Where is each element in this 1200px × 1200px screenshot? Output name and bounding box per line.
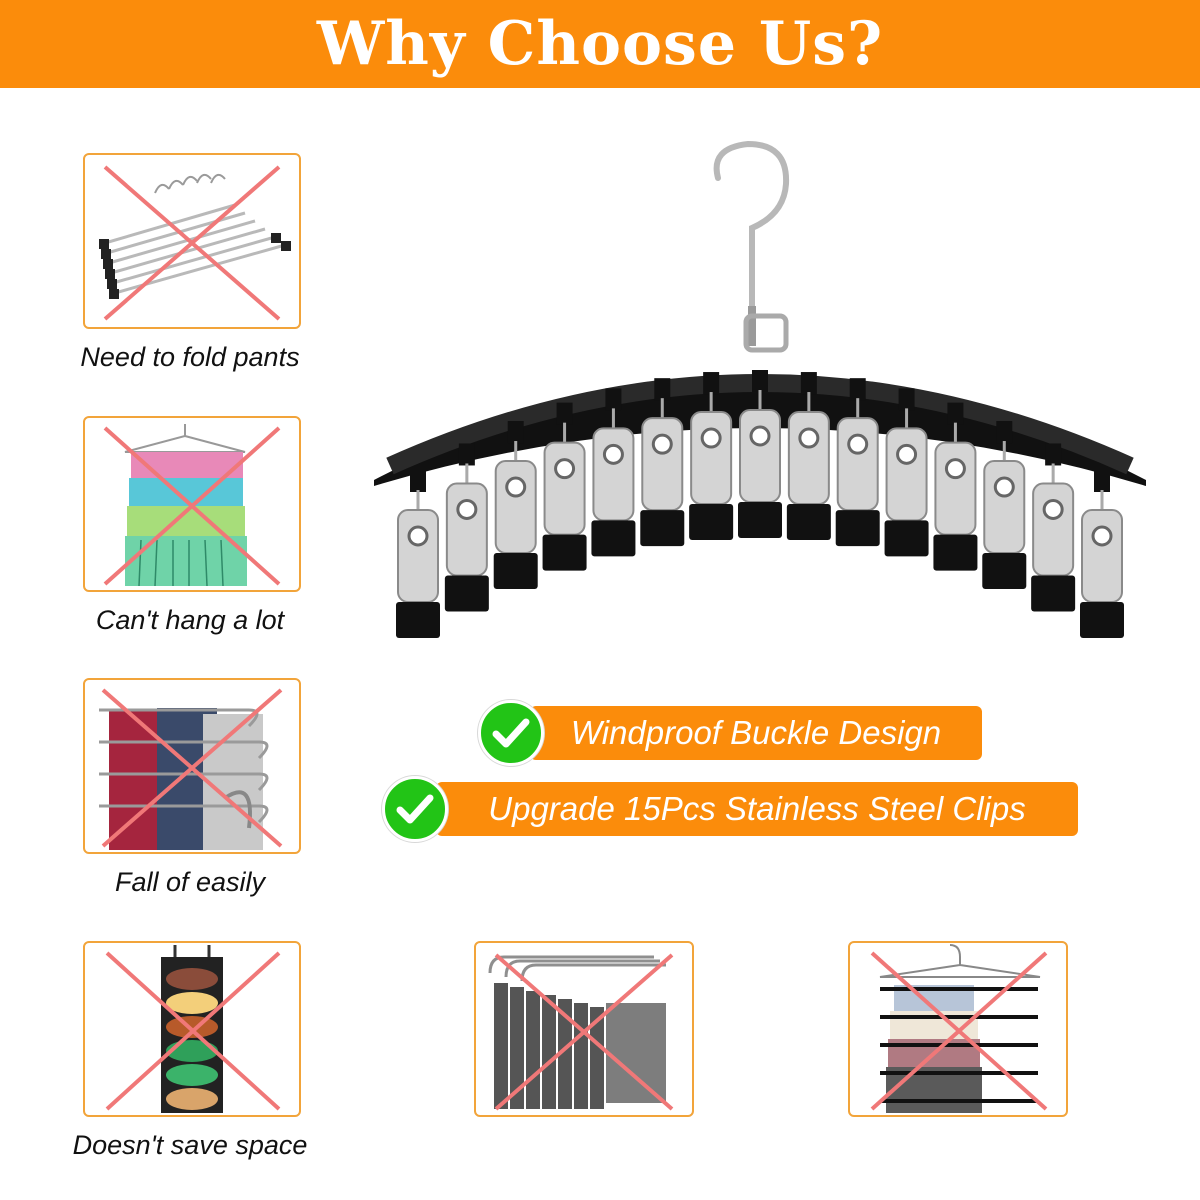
feature-text: Upgrade 15Pcs Stainless Steel Clips bbox=[488, 790, 1026, 827]
stainless-clip bbox=[493, 421, 538, 590]
comparison-caption: Doesn't save space bbox=[72, 1130, 308, 1160]
stainless-clip bbox=[884, 388, 929, 557]
feature-badge-windproof: Windproof Buckle Design bbox=[530, 706, 982, 760]
comparison-caption: Fall of easily bbox=[114, 867, 266, 897]
stainless-clip bbox=[542, 402, 587, 571]
comparison-image-clip-hangers bbox=[83, 153, 301, 329]
stainless-clip bbox=[591, 388, 636, 557]
comparison-caption: Need to fold pants bbox=[80, 342, 300, 372]
feature-badge-clips: Upgrade 15Pcs Stainless Steel Clips bbox=[436, 782, 1078, 836]
product-hanger-image bbox=[360, 130, 1160, 670]
page-title: Why Choose Us? bbox=[316, 9, 884, 79]
stainless-clip bbox=[444, 443, 489, 612]
comparison-image-skirt-hanger bbox=[83, 416, 301, 592]
comparison-image-swing-arm-rack bbox=[83, 678, 301, 854]
comparison-image-multi-bar-hanger bbox=[848, 941, 1068, 1117]
stainless-clip bbox=[933, 402, 978, 571]
check-circle-icon bbox=[478, 700, 544, 766]
check-circle-icon bbox=[382, 776, 448, 842]
stainless-clip bbox=[786, 372, 831, 541]
stainless-clip bbox=[396, 470, 440, 638]
stainless-clip bbox=[982, 421, 1027, 590]
stainless-clip bbox=[835, 378, 880, 547]
stainless-clip bbox=[1080, 470, 1124, 638]
header-banner: Why Choose Us? bbox=[0, 0, 1200, 88]
stainless-clip bbox=[738, 370, 782, 538]
comparison-image-slack-hangers bbox=[474, 941, 694, 1117]
comparison-image-roll-organizer bbox=[83, 941, 301, 1117]
stainless-clip bbox=[1031, 443, 1076, 612]
stainless-clip bbox=[689, 372, 734, 541]
feature-text: Windproof Buckle Design bbox=[570, 714, 942, 751]
comparison-caption: Can't hang a lot bbox=[95, 605, 285, 635]
stainless-clip bbox=[640, 378, 685, 547]
